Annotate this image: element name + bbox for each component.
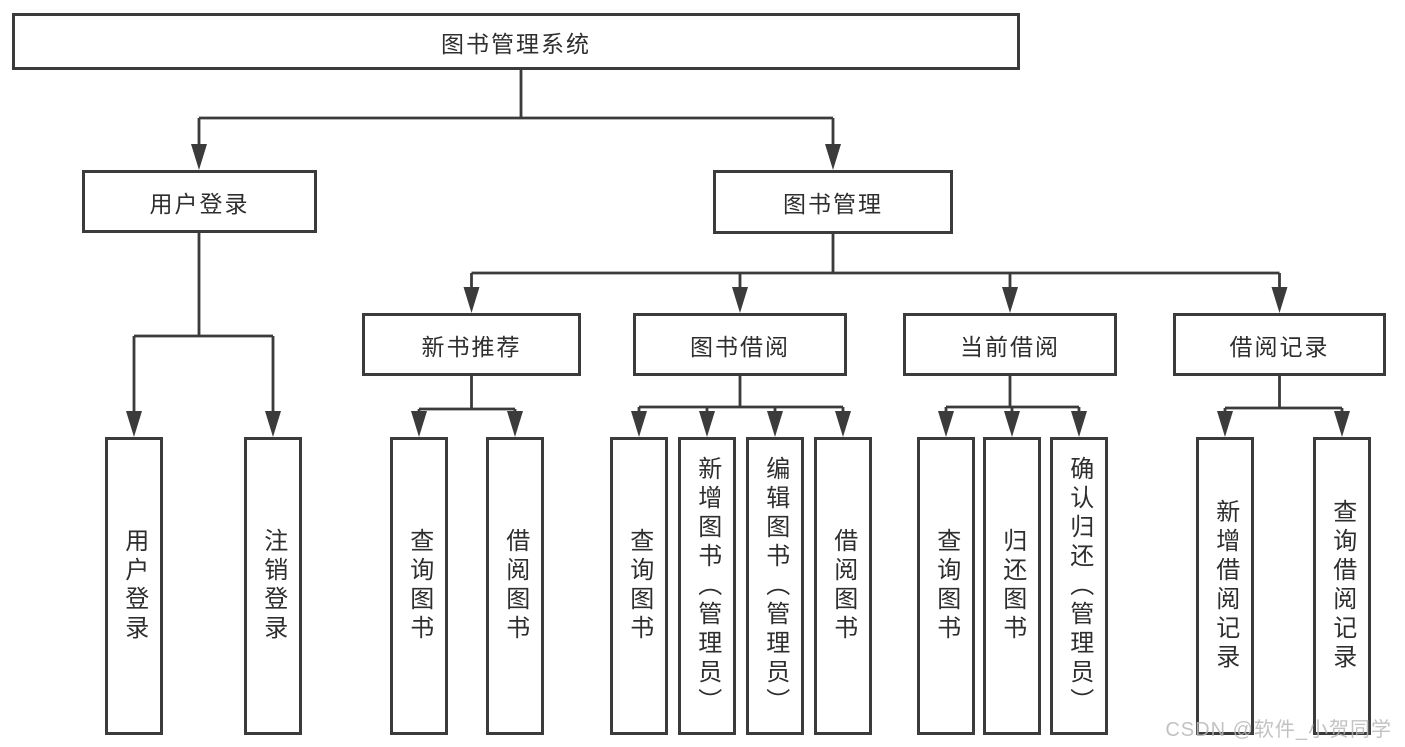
leaf-query-borrow-record: 查询借阅记录 [1313, 437, 1371, 735]
leaf-add-books-admin-label: 新增图书（管理员） [693, 455, 721, 717]
leaf-query-books-borrow: 查询图书 [610, 437, 668, 735]
leaf-confirm-return-admin-label: 确认归还（管理员） [1065, 455, 1093, 717]
node-root-label: 图书管理系统 [441, 30, 591, 57]
node-user-login-branch: 用户登录 [82, 170, 317, 233]
arrowheads [126, 144, 1350, 437]
node-book-borrow-label: 图书借阅 [690, 333, 790, 360]
leaf-add-borrow-record: 新增借阅记录 [1196, 437, 1254, 735]
leaf-borrow-books: 借阅图书 [814, 437, 872, 735]
leaf-confirm-return-admin: 确认归还（管理员） [1050, 437, 1108, 735]
leaf-query-borrow-record-label: 查询借阅记录 [1328, 499, 1356, 673]
node-book-management: 图书管理 [713, 170, 953, 234]
leaf-logout-label: 注销登录 [259, 528, 287, 644]
leaf-edit-books-admin-label: 编辑图书（管理员） [761, 455, 789, 717]
leaf-query-books-recommend-label: 查询图书 [405, 528, 433, 644]
leaf-edit-books-admin: 编辑图书（管理员） [746, 437, 804, 735]
csdn-watermark: CSDN @软件_小贺同学 [1165, 719, 1392, 741]
node-root: 图书管理系统 [12, 13, 1020, 70]
leaf-query-books-current: 查询图书 [917, 437, 975, 735]
leaf-user-login-label: 用户登录 [120, 528, 148, 644]
leaf-query-books-recommend: 查询图书 [390, 437, 448, 735]
node-user-login-branch-label: 用户登录 [149, 190, 250, 217]
node-new-book-recommend: 新书推荐 [362, 313, 581, 376]
leaf-return-books: 归还图书 [983, 437, 1041, 735]
leaf-logout: 注销登录 [244, 437, 302, 735]
leaf-query-books-current-label: 查询图书 [932, 528, 960, 644]
leaf-borrow-books-recommend-label: 借阅图书 [501, 528, 529, 644]
node-borrow-records: 借阅记录 [1173, 313, 1386, 376]
leaf-query-books-borrow-label: 查询图书 [625, 528, 653, 644]
leaf-add-borrow-record-label: 新增借阅记录 [1211, 499, 1239, 673]
leaf-user-login: 用户登录 [105, 437, 163, 735]
node-book-management-label: 图书管理 [783, 191, 883, 217]
node-new-book-recommend-label: 新书推荐 [421, 333, 522, 360]
node-book-borrow: 图书借阅 [633, 313, 847, 376]
node-borrow-records-label: 借阅记录 [1229, 333, 1330, 360]
node-current-borrow: 当前借阅 [903, 313, 1117, 376]
leaf-borrow-books-label: 借阅图书 [829, 528, 857, 644]
leaf-borrow-books-recommend: 借阅图书 [486, 437, 544, 735]
leaf-add-books-admin: 新增图书（管理员） [678, 437, 736, 735]
node-current-borrow-label: 当前借阅 [960, 333, 1060, 360]
leaf-return-books-label: 归还图书 [998, 528, 1026, 644]
